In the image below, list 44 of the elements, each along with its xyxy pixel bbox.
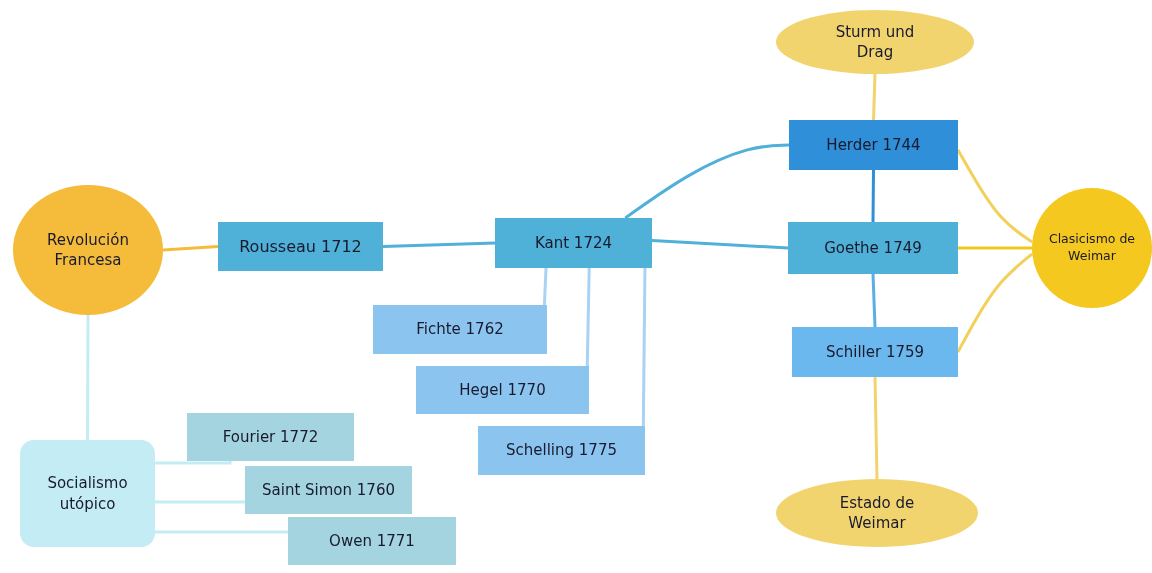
node-label: Estado de Weimar	[838, 492, 916, 534]
rounded-box	[20, 440, 155, 547]
connector-line	[958, 246, 1032, 250]
connector-line	[155, 500, 245, 504]
node-label: Goethe 1749	[824, 237, 922, 259]
node-label: Schelling 1775	[506, 440, 617, 461]
name-box	[792, 327, 958, 377]
node-label: Owen 1771	[329, 530, 415, 552]
node-label: Saint Simon 1760	[262, 479, 395, 501]
name-box	[373, 305, 547, 354]
node-label: Hegel 1770	[459, 379, 546, 401]
name-box	[789, 120, 958, 170]
name-box	[416, 366, 589, 414]
node-label: Fourier 1772	[222, 426, 319, 448]
node-label: Rousseau 1712	[239, 235, 362, 258]
connector-line	[641, 268, 647, 426]
node-label: Herder 1744	[826, 134, 921, 156]
name-box	[788, 222, 958, 274]
connector-line	[872, 73, 877, 121]
connector-line	[155, 530, 288, 534]
connector-line	[542, 267, 548, 306]
connector-line	[873, 376, 879, 480]
connector-line	[871, 170, 875, 222]
node-label: Schiller 1759	[825, 341, 925, 363]
connector-line	[86, 315, 90, 440]
name-box	[218, 222, 383, 271]
name-box	[245, 466, 412, 514]
connector-line	[155, 460, 232, 465]
name-box	[478, 426, 645, 475]
node-label: Fichte 1762	[416, 319, 504, 340]
node-label: Socialismo utópico	[46, 473, 129, 514]
connector-line	[382, 241, 496, 248]
connector-line	[162, 245, 219, 252]
name-box	[495, 218, 652, 268]
name-box	[288, 517, 456, 565]
node-label: Clasicismo de Weimar	[1047, 231, 1137, 265]
node-label: Revolución Francesa	[46, 229, 130, 271]
connector-line	[871, 273, 877, 328]
node-label: Sturm und Drag	[834, 21, 916, 63]
node-label: Kant 1724	[534, 232, 613, 254]
connector-line	[585, 267, 591, 367]
connector-line	[651, 239, 789, 250]
name-box	[187, 413, 354, 461]
connector-line	[624, 143, 790, 220]
